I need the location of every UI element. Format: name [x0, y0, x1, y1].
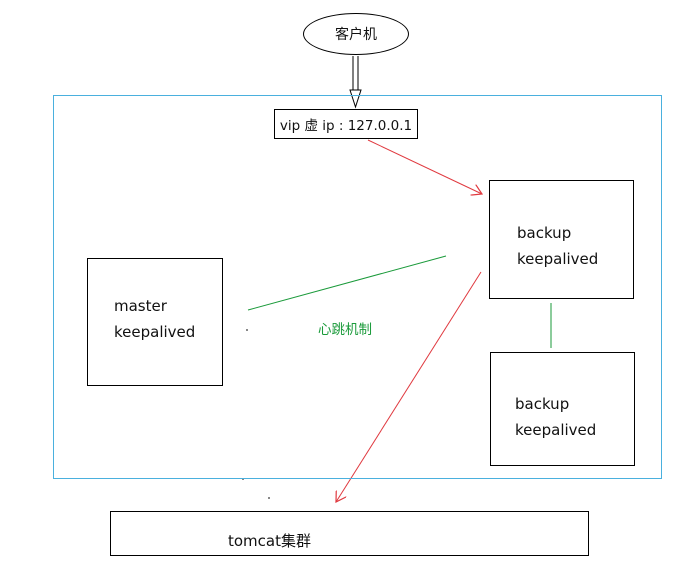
tomcat-cluster-node: tomcat集群 — [110, 511, 589, 556]
master-node: master keepalived — [87, 258, 223, 386]
stray-mark — [268, 497, 270, 499]
stray-mark — [242, 478, 244, 480]
backup-node-2: backup keepalived — [490, 352, 635, 466]
master-service-label: keepalived — [114, 323, 196, 341]
keepalived-cluster-frame — [53, 95, 662, 479]
backup-1-service-label: keepalived — [517, 250, 599, 268]
backup-node-1: backup keepalived — [489, 180, 634, 299]
vip-label: vip 虚 ip : 127.0.0.1 — [279, 118, 413, 134]
vip-to-backup-arrow — [367, 139, 482, 194]
stray-mark — [246, 329, 248, 331]
master-role-label: master — [114, 297, 167, 315]
client-label: 客户机 — [335, 27, 377, 43]
heartbeat-label: 心跳机制 — [318, 322, 372, 338]
backup-to-tomcat-arrow — [336, 271, 482, 502]
backup-2-service-label: keepalived — [515, 421, 597, 439]
client-node: 客户机 — [303, 13, 409, 55]
client-to-vip-arrow — [349, 56, 362, 109]
backup-1-role-label: backup — [517, 224, 572, 242]
heartbeat-line — [247, 255, 447, 311]
tomcat-label: tomcat集群 — [228, 532, 311, 550]
vip-node: vip 虚 ip : 127.0.0.1 — [274, 109, 418, 139]
backup-2-role-label: backup — [515, 395, 570, 413]
